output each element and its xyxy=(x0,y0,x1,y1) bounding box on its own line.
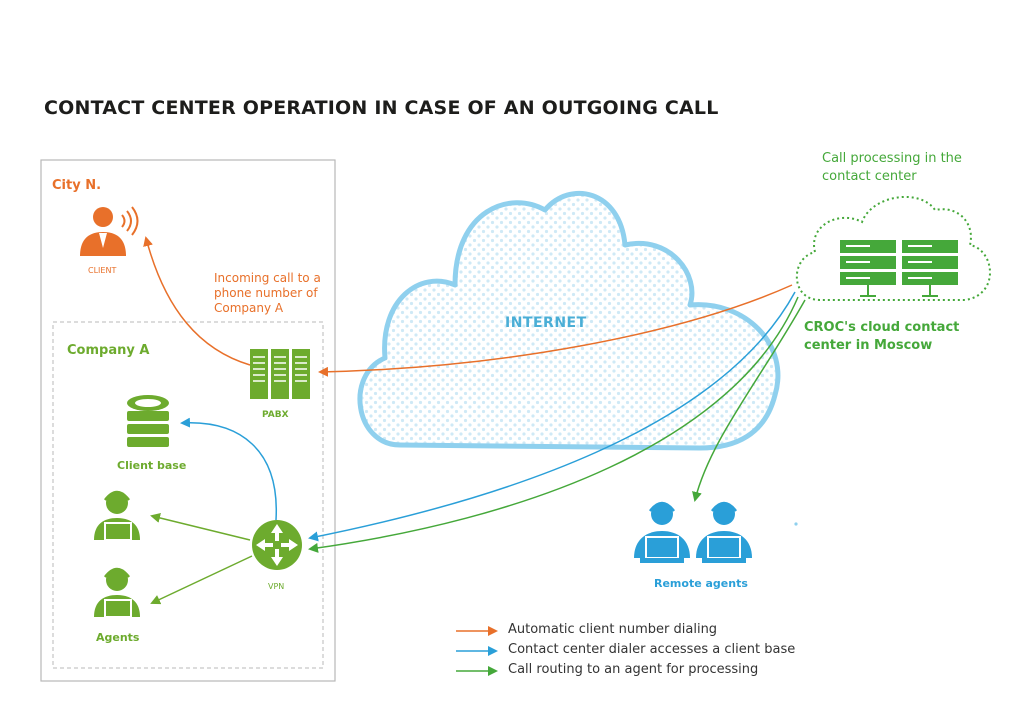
pabx-icon xyxy=(250,349,310,399)
legend-item-blue: Contact center dialer accesses a client … xyxy=(508,642,796,657)
agents-label: Agents xyxy=(96,631,140,644)
call-processing-label: Call processing in the contact center xyxy=(822,151,962,184)
remote-agents-label: Remote agents xyxy=(654,577,748,590)
internet-label: INTERNET xyxy=(505,315,587,331)
client-person-icon xyxy=(80,207,126,256)
remote-agent-icon-2 xyxy=(696,501,752,563)
legend-item-green: Call routing to an agent for processing xyxy=(508,662,759,677)
agent-icon-1 xyxy=(94,490,140,540)
cloud-servers-icon xyxy=(840,240,958,297)
page-title: CONTACT CENTER OPERATION IN CASE OF AN O… xyxy=(44,97,719,119)
arrow-cloud-to-vpn-green xyxy=(308,296,799,553)
city-box xyxy=(40,159,336,682)
arrow-vpn-to-agent-2 xyxy=(150,555,253,605)
incoming-call-label: Incoming call to a phone number of Compa… xyxy=(214,271,321,315)
phone-signal-icon xyxy=(121,206,139,236)
remote-agent-icon-1 xyxy=(634,501,690,563)
vpn-label: VPN xyxy=(268,582,285,591)
decorative-dot xyxy=(794,522,798,526)
database-icon xyxy=(127,395,169,447)
company-box xyxy=(52,321,324,669)
croc-cloud-center-label: CROC's cloud contact center in Moscow xyxy=(804,320,960,353)
arrow-vpn-to-clientbase xyxy=(180,417,277,521)
pabx-label: PABX xyxy=(262,410,289,420)
vpn-router-icon xyxy=(252,520,302,570)
arrow-cloud-to-vpn-blue xyxy=(308,291,796,542)
client-base-label: Client base xyxy=(117,459,187,472)
internet-cloud xyxy=(357,190,781,451)
agent-icon-2 xyxy=(94,567,140,617)
client-label: CLIENT xyxy=(88,266,117,275)
legend-item-orange: Automatic client number dialing xyxy=(508,622,718,637)
city-label: City N. xyxy=(52,178,102,193)
arrow-pabx-to-client xyxy=(143,236,251,366)
arrow-vpn-to-agent-1 xyxy=(150,513,251,541)
arrow-cloud-to-pabx xyxy=(318,284,793,377)
arrow-cloud-to-remote-agents xyxy=(692,299,806,502)
company-label: Company A xyxy=(67,343,150,358)
